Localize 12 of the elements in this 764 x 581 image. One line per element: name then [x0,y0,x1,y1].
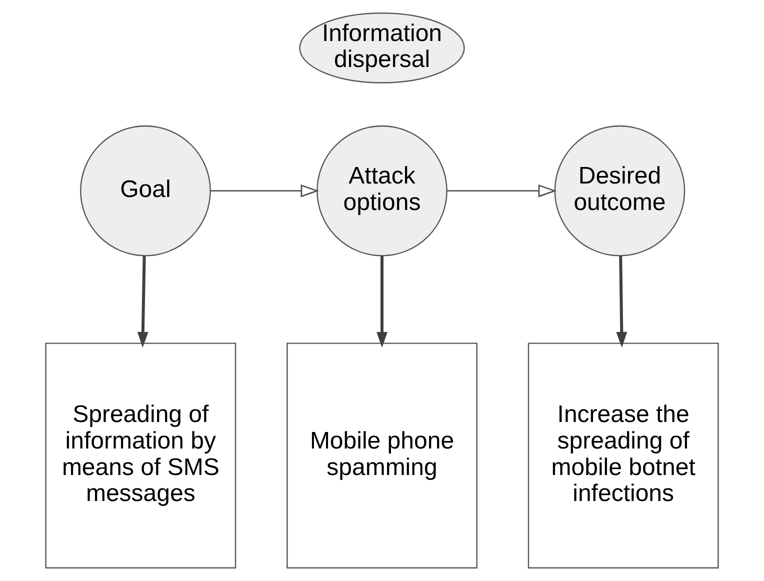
node-circle: Desired outcome [554,125,686,256]
arrow [137,256,148,348]
node-box: Increase the spreading of mobile botnet infections [528,342,719,568]
node-ellipse: Information dispersal [299,12,465,84]
node-circle: Attack options [316,125,448,256]
node-box: Mobile phone spamming [286,342,478,568]
arrow [210,184,320,198]
node-circle: Goal [80,125,211,256]
arrow [616,256,628,348]
arrow [376,256,388,348]
node-box: Spreading of information by means of SMS messages [45,342,236,568]
arrow [447,184,557,198]
